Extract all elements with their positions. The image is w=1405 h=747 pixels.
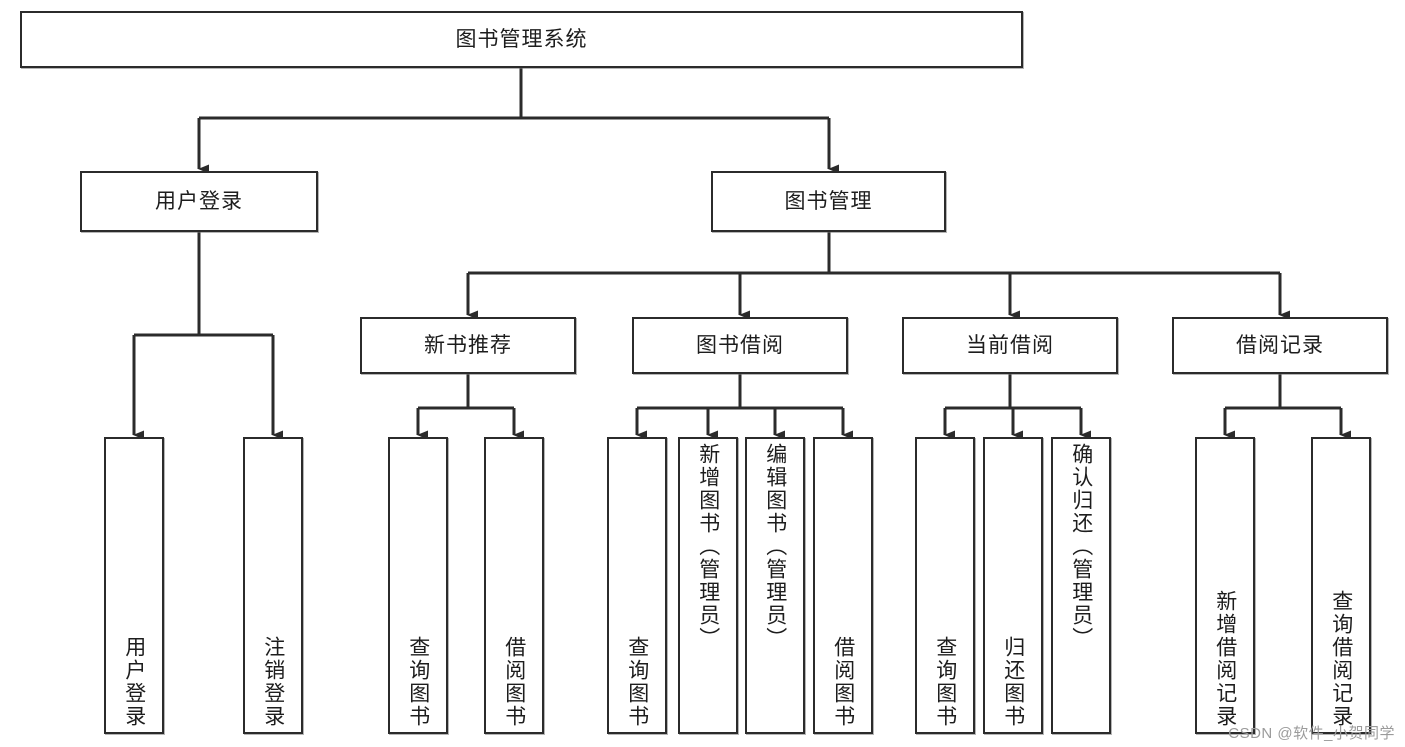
node-label: 借阅记录	[1236, 334, 1324, 357]
node-leaf-user-login[interactable]: 用户登录	[104, 437, 164, 734]
watermark: CSDN @软件_小贺同学	[1228, 725, 1395, 742]
node-leaf-user-logout[interactable]: 注销登录	[243, 437, 303, 734]
node-leaf-query-book-3[interactable]: 查询图书	[915, 437, 975, 734]
node-label: 查询图书	[406, 636, 430, 728]
node-label: 新书推荐	[424, 334, 512, 357]
node-label: 查询借阅记录	[1329, 590, 1353, 728]
node-label: 归还图书	[1001, 636, 1025, 728]
node-label: 图书管理系统	[455, 28, 588, 51]
node-book-manage[interactable]: 图书管理	[711, 171, 946, 232]
node-leaf-add-record[interactable]: 新增借阅记录	[1195, 437, 1255, 734]
node-label: 借阅图书	[502, 636, 526, 728]
node-label: 当前借阅	[966, 334, 1054, 357]
node-current-borrow[interactable]: 当前借阅	[902, 317, 1118, 374]
node-label: 用户登录	[122, 636, 146, 728]
node-label: 新增图书（管理员）	[696, 443, 720, 650]
node-label: 查询图书	[625, 636, 649, 728]
node-leaf-return-book[interactable]: 归还图书	[983, 437, 1043, 734]
node-label: 图书管理	[784, 190, 873, 213]
node-new-book-rec[interactable]: 新书推荐	[360, 317, 576, 374]
node-leaf-query-book-2[interactable]: 查询图书	[607, 437, 667, 734]
node-label: 编辑图书（管理员）	[763, 443, 787, 650]
node-book-borrow[interactable]: 图书借阅	[632, 317, 848, 374]
node-label: 确认归还（管理员）	[1069, 443, 1093, 650]
node-leaf-edit-book[interactable]: 编辑图书（管理员）	[745, 437, 805, 734]
node-label: 借阅图书	[831, 636, 855, 728]
node-label: 用户登录	[155, 190, 243, 213]
node-leaf-query-book-1[interactable]: 查询图书	[388, 437, 448, 734]
node-leaf-confirm-return[interactable]: 确认归还（管理员）	[1051, 437, 1111, 734]
node-leaf-borrow-book-2[interactable]: 借阅图书	[813, 437, 873, 734]
node-label: 查询图书	[933, 636, 957, 728]
node-borrow-record[interactable]: 借阅记录	[1172, 317, 1388, 374]
node-root[interactable]: 图书管理系统	[20, 11, 1023, 68]
node-user-login[interactable]: 用户登录	[80, 171, 318, 232]
node-leaf-add-book[interactable]: 新增图书（管理员）	[678, 437, 738, 734]
node-label: 注销登录	[261, 636, 285, 728]
node-leaf-borrow-book-1[interactable]: 借阅图书	[484, 437, 544, 734]
node-label: 新增借阅记录	[1213, 590, 1237, 728]
node-leaf-query-record[interactable]: 查询借阅记录	[1311, 437, 1371, 734]
node-label: 图书借阅	[696, 334, 784, 357]
